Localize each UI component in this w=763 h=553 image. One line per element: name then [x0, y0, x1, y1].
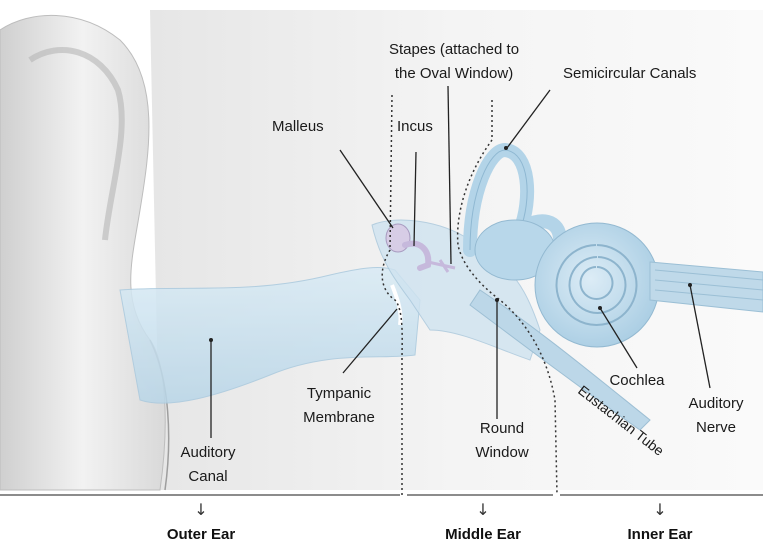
cochlea-label: Cochlea: [609, 371, 664, 390]
malleus-shape: [386, 224, 410, 252]
inner-ear-down-arrow-icon: ↓: [653, 502, 666, 518]
auditory-canal-label-line2: Canal: [188, 467, 227, 486]
round-window-label-line1: Round: [480, 419, 524, 438]
auditory-nerve-label-line1: Auditory: [688, 394, 743, 413]
outer-ear-down-arrow-icon: ↓: [194, 502, 207, 518]
inner-ear-section-title: Inner Ear: [627, 526, 692, 543]
stapes-label-line2: the Oval Window): [395, 64, 513, 83]
auditory-nerve-label-line2: Nerve: [696, 418, 736, 437]
outer-ear-section-title: Outer Ear: [167, 526, 235, 543]
tympanic-label-line1: Tympanic: [307, 384, 371, 403]
cochlea-shape: [535, 223, 659, 347]
incus-label: Incus: [397, 117, 433, 136]
middle-ear-section-title: Middle Ear: [445, 526, 521, 543]
tympanic-label-line2: Membrane: [303, 408, 375, 427]
auditory-canal-label-line1: Auditory: [180, 443, 235, 462]
semicircular-canals-label: Semicircular Canals: [563, 64, 696, 83]
stapes-label-line1: Stapes (attached to: [389, 40, 519, 59]
malleus-label: Malleus: [272, 117, 324, 136]
round-window-label-line2: Window: [475, 443, 528, 462]
middle-ear-down-arrow-icon: ↓: [476, 502, 489, 518]
